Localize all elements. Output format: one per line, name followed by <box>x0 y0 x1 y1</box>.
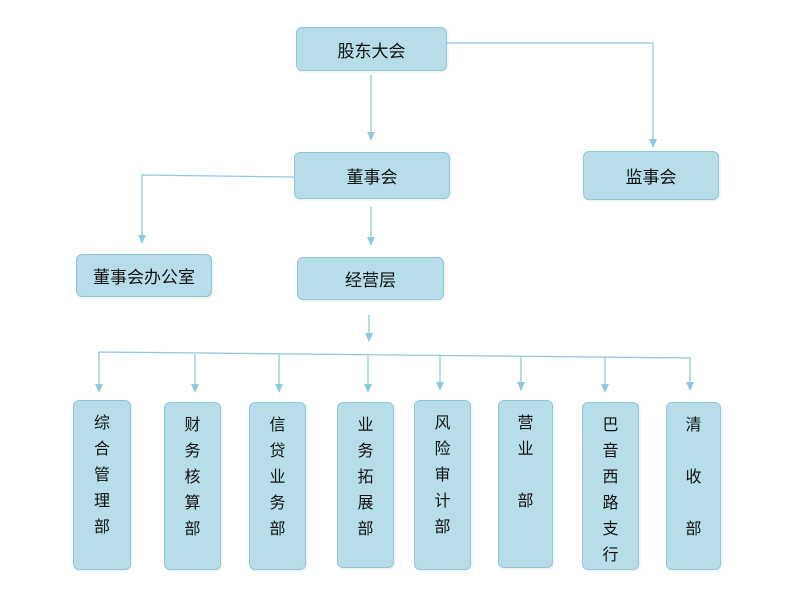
node-board: 董事会 <box>294 152 450 199</box>
connector-shareholders-supervisors <box>447 42 657 148</box>
dept-risk-audit: 风险审计部 <box>414 400 471 570</box>
connector-department-bus <box>98 351 691 360</box>
node-board-office-label: 董事会办公室 <box>93 268 195 288</box>
node-management: 经营层 <box>297 257 444 300</box>
node-supervisors-label: 监事会 <box>625 168 677 188</box>
node-board-label: 董事会 <box>346 168 398 188</box>
dept-general-mgmt-label: 综合管理部 <box>93 413 110 536</box>
dept-business-dev: 业务拓展部 <box>337 402 394 568</box>
dept-business-dev-label: 业务拓展部 <box>357 415 374 538</box>
dept-operations: 营 业 部 <box>498 400 553 568</box>
dept-finance: 财务核算部 <box>164 402 221 570</box>
dept-credit: 信贷业务部 <box>249 402 306 570</box>
dept-risk-audit-label: 风险审计部 <box>434 413 451 536</box>
node-supervisors: 监事会 <box>583 151 719 200</box>
node-shareholders: 股东大会 <box>296 27 447 71</box>
connector-board-office <box>138 174 295 244</box>
dept-operations-label: 营 业 部 <box>517 413 534 510</box>
dept-general-mgmt: 综合管理部 <box>73 400 131 570</box>
dept-collection: 清 收 部 <box>666 402 721 570</box>
dept-credit-label: 信贷业务部 <box>269 415 286 538</box>
node-shareholders-label: 股东大会 <box>337 41 406 62</box>
dept-finance-label: 财务核算部 <box>184 415 201 538</box>
dept-bayin-branch-label: 巴音西路支行 <box>602 415 619 564</box>
dept-collection-label: 清 收 部 <box>685 415 702 538</box>
node-management-label: 经营层 <box>345 271 396 291</box>
node-board-office: 董事会办公室 <box>76 254 212 297</box>
dept-bayin-branch: 巴音西路支行 <box>582 402 639 570</box>
